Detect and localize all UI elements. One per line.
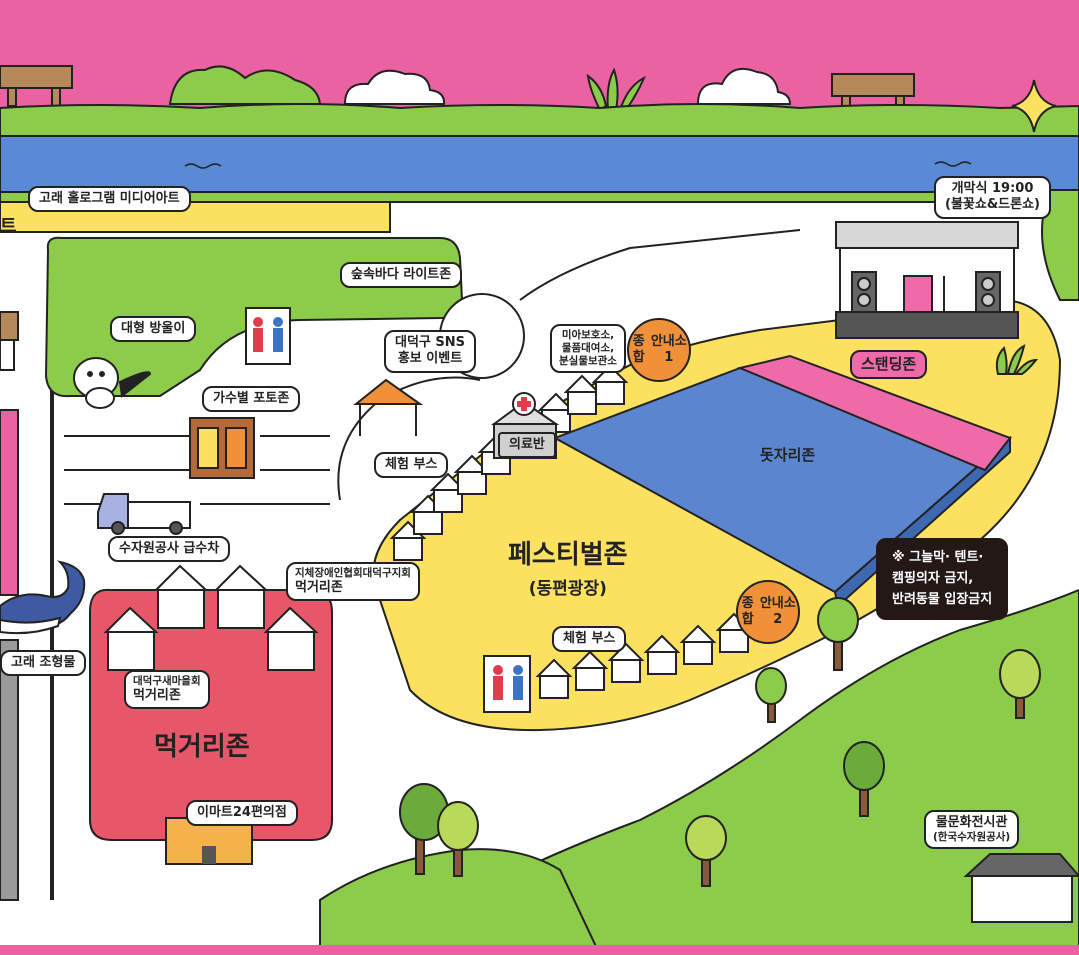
label-food-zone: 먹거리존: [154, 732, 250, 762]
grass-tuft: [995, 344, 1039, 375]
standing-zone-area: [736, 354, 1012, 472]
sky-band: [0, 0, 1079, 110]
bench-left: [0, 65, 73, 107]
label-notice: ※ 그늘막· 텐트· 캠핑의자 금지, 반려동물 입장금지: [876, 538, 1009, 621]
label-emart24: 이마트24편의점: [186, 800, 298, 827]
park-green-bottom: [499, 588, 1079, 955]
cloud-right: [696, 68, 792, 105]
label-forest-sea: 숲속바다 라이트존: [340, 262, 463, 289]
restroom-icon-2: [483, 655, 531, 713]
grass-band: [0, 103, 1079, 141]
label-village-food: 대덕구새마을회 먹거리존: [124, 670, 210, 710]
main-stage: [835, 221, 1019, 339]
water-truck-icon: [97, 493, 191, 535]
label-whale-sculpture: 고래 조형물: [0, 650, 87, 677]
label-opening: 개막식 19:00 (불꽃쇼&드론쇼): [934, 176, 1051, 219]
label-festival-zone: 페스티벌존 (동편광장): [508, 540, 628, 599]
food-tents: [103, 564, 319, 671]
edge-fragment: 트: [0, 216, 17, 237]
photo-zone-booth: [189, 417, 255, 479]
trees: [399, 597, 1041, 887]
label-big-bell: 대형 방울이: [110, 316, 197, 343]
cloud-left: [343, 69, 446, 105]
river: [0, 135, 1079, 193]
label-sns-event: 대덕구 SNS 홍보 이벤트: [384, 330, 477, 373]
label-experience-booth-2: 체험 부스: [552, 626, 627, 653]
label-lost-found: 미아보호소, 물품대여소, 분실물보관소: [550, 324, 626, 374]
restroom-icon: [245, 307, 291, 365]
label-standing-zone: 스탠딩존: [850, 350, 928, 379]
label-experience-booth-1: 체험 부스: [374, 452, 449, 479]
water-museum-building: [963, 853, 1079, 923]
bush-left: [168, 65, 322, 105]
reed-plant: [586, 67, 647, 112]
medical-cross-icon: [512, 392, 536, 416]
label-water-museum: 물문화전시관 (한국수자원공사): [924, 810, 1020, 850]
speaker-icon: [851, 271, 1001, 313]
whale-icon: [0, 560, 86, 635]
label-disabled-assoc: 지체장애인협회대덕구지회 먹거리존: [286, 562, 420, 602]
sparkle-star-icon: [1011, 79, 1057, 133]
label-medical: 의료반: [498, 432, 556, 459]
mascot-icon: [73, 357, 152, 409]
label-singer-photo: 가수별 포토존: [202, 386, 301, 413]
sns-tent: [353, 378, 424, 436]
label-seat-zone: 돗자리존: [760, 446, 816, 464]
label-whale-hologram: 고래 홀로그램 미디어아트: [28, 186, 191, 213]
label-water-truck: 수자원공사 급수차: [108, 536, 231, 563]
